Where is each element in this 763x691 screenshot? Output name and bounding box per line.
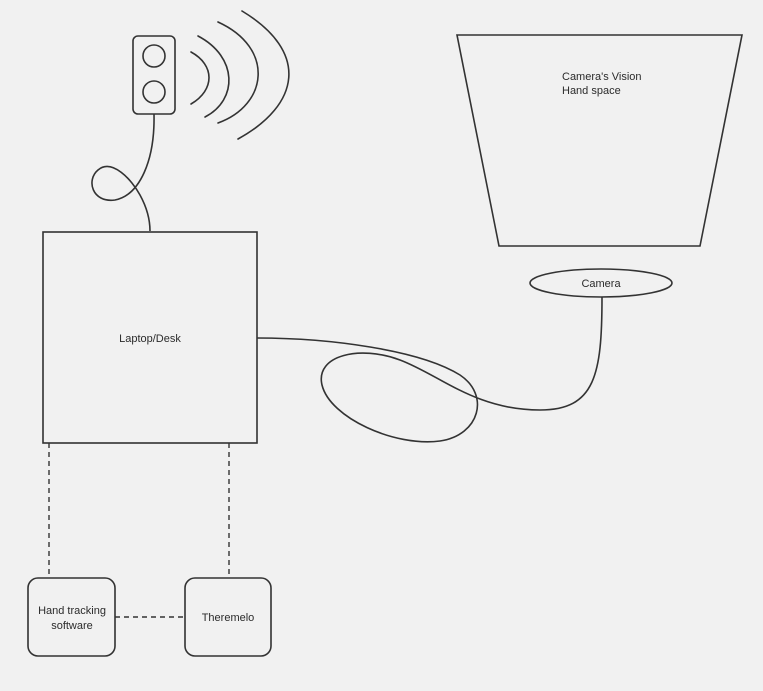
speaker-icon	[132, 35, 176, 115]
theremelo-box	[184, 577, 272, 657]
sound-wave-2	[197, 35, 230, 118]
camera-cable	[256, 296, 603, 443]
hand-space-label: Hand space	[562, 85, 621, 97]
sound-wave-4	[237, 10, 290, 140]
hand-tracking-label-line2: software	[51, 620, 93, 632]
laptop-desk-label: Laptop/Desk	[119, 333, 181, 345]
camera-vision-label: Camera's Vision	[562, 71, 642, 83]
speaker-cone-top	[142, 44, 166, 68]
speaker-cone-bottom	[142, 80, 166, 104]
camera-vision-trapezoid	[456, 34, 743, 247]
sound-wave-1	[190, 51, 210, 105]
sound-wave-3	[217, 21, 259, 124]
camera-node	[529, 268, 673, 298]
sound-waves-icon	[190, 10, 290, 140]
hand-tracking-label-line1: Hand tracking	[38, 605, 106, 617]
hand-tracking-box	[27, 577, 116, 657]
theremelo-label: Theremelo	[202, 612, 255, 624]
speaker-cable	[91, 113, 155, 232]
camera-label: Camera	[581, 278, 621, 290]
